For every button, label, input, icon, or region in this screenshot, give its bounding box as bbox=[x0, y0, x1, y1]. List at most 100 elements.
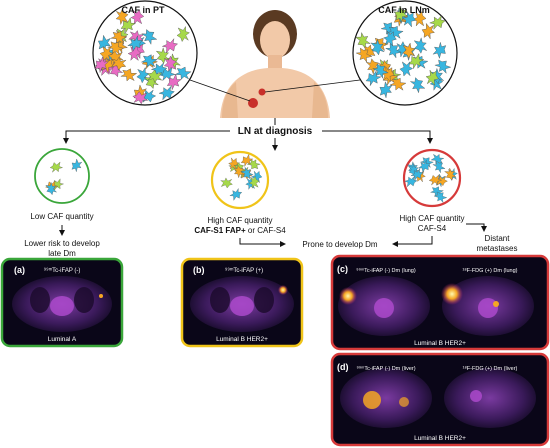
fibroblast-cell bbox=[248, 175, 260, 189]
fibroblast-cell bbox=[434, 59, 452, 74]
fibroblast-cell bbox=[386, 25, 404, 39]
fibroblast-cell bbox=[433, 191, 448, 204]
pt-connector bbox=[189, 79, 251, 102]
fibroblast-cell bbox=[166, 73, 183, 91]
fibroblast-cell bbox=[402, 10, 416, 28]
fibroblast-cell bbox=[432, 160, 446, 174]
low-caf-text: Low CAF quantity bbox=[30, 212, 93, 221]
fibroblast-cell bbox=[432, 41, 447, 59]
fibroblast-cell bbox=[394, 5, 408, 23]
low-risk-line1: Lower risk to develop bbox=[24, 239, 100, 248]
panel-a-caption: Luminal A bbox=[48, 336, 77, 343]
panel-b-caption: Luminal B HER2+ bbox=[216, 336, 268, 343]
fibroblast-cell bbox=[429, 14, 446, 30]
caf-lnm-label: CAF in LNm bbox=[378, 5, 430, 15]
fibroblast-cell bbox=[147, 69, 163, 84]
fibroblast-cell bbox=[385, 43, 402, 59]
high-caf-s4-circle bbox=[402, 148, 462, 208]
panel-c-scan-label-right: ¹⁸F-FDG (+) Dm (lung) bbox=[462, 267, 517, 274]
panel-a-scan-label: ⁹⁹ᵐTc-iFAP (-) bbox=[44, 267, 81, 274]
fibroblast-cell bbox=[132, 91, 149, 105]
fibroblast-cell bbox=[229, 187, 243, 201]
fibroblast-cell bbox=[115, 8, 129, 26]
prone-label: Prone to develop Dm bbox=[302, 240, 377, 249]
fibroblast-cell bbox=[399, 61, 414, 77]
fibroblast-cell bbox=[161, 38, 178, 54]
fibroblast-cell bbox=[428, 174, 443, 186]
fibroblast-cell bbox=[49, 161, 64, 173]
fibroblast-cell bbox=[419, 157, 434, 168]
fibroblast-cell bbox=[412, 11, 427, 27]
fibroblast-cell bbox=[99, 45, 114, 62]
panel-a bbox=[0, 257, 124, 348]
fibroblast-cell bbox=[140, 54, 158, 68]
caf-pt-cells bbox=[94, 8, 192, 105]
panel-b-letter: (b) bbox=[193, 265, 205, 275]
panel-b-scan-label: ⁹⁹ᵐTc-iFAP (+) bbox=[225, 267, 263, 274]
fibroblast-cell bbox=[370, 38, 385, 56]
fibroblast-cell bbox=[410, 168, 424, 181]
fibroblast-cell bbox=[389, 77, 407, 91]
high-caf-s1-circle bbox=[210, 150, 270, 210]
fibroblast-cell bbox=[372, 63, 389, 79]
high-caf-right-text: High CAF quantity bbox=[400, 214, 465, 223]
fibroblast-cell bbox=[45, 181, 58, 196]
panel-a-letter: (a) bbox=[14, 265, 25, 275]
fibroblast-cell bbox=[365, 58, 381, 75]
fibroblast-cell bbox=[379, 81, 393, 99]
fibroblast-cell bbox=[220, 177, 233, 189]
fibroblast-cell bbox=[127, 35, 143, 52]
fibroblast-cell bbox=[408, 53, 425, 70]
fibroblast-cell bbox=[110, 56, 127, 71]
fibroblast-cell bbox=[365, 70, 382, 87]
fibroblast-cell bbox=[409, 77, 426, 94]
fibroblast-cell bbox=[421, 22, 435, 40]
fibroblast-cell bbox=[158, 85, 175, 101]
caf-s4-text: CAF-S4 bbox=[418, 224, 447, 233]
fibroblast-cell bbox=[240, 166, 254, 179]
prone-left-arrow bbox=[239, 238, 286, 247]
fibroblast-cell bbox=[444, 167, 457, 181]
fibroblast-cell bbox=[120, 68, 138, 82]
panel-d-letter: (d) bbox=[337, 362, 349, 372]
fibroblast-cell bbox=[430, 153, 445, 165]
fibroblast-cell bbox=[71, 158, 83, 173]
fibroblast-cell bbox=[163, 55, 177, 73]
fibroblast-cell bbox=[107, 61, 124, 78]
distant-line1: Distant bbox=[485, 234, 511, 243]
patient-illustration bbox=[220, 10, 330, 118]
panel-c-caption: Luminal B HER2+ bbox=[414, 340, 466, 347]
fibroblast-cell bbox=[174, 66, 192, 80]
fibroblast-cell bbox=[94, 56, 110, 74]
fibroblast-cell bbox=[425, 69, 439, 86]
panel-d bbox=[330, 352, 550, 447]
branch-left-arrow bbox=[63, 130, 230, 144]
fibroblast-cell bbox=[402, 42, 416, 59]
panel-c bbox=[330, 254, 550, 351]
distant-line2: metastases bbox=[477, 244, 518, 253]
distant-arrow bbox=[466, 223, 487, 232]
panel-b bbox=[180, 257, 304, 348]
panel-c-letter: (c) bbox=[337, 264, 348, 274]
caf-pt-label: CAF in PT bbox=[122, 5, 165, 15]
fibroblast-cell bbox=[413, 37, 428, 54]
fibroblast-cell bbox=[176, 25, 190, 43]
caf-s1-line: CAF-S1 FAP+ or CAF-S4 bbox=[194, 226, 286, 235]
panel-d-scan-label-right: ¹⁸F-FDG (+) Dm (liver) bbox=[463, 365, 518, 372]
fibroblast-cell bbox=[381, 65, 395, 83]
caf-pt-circle bbox=[92, 0, 198, 106]
fibroblast-cell bbox=[141, 29, 158, 45]
branch-right-arrow bbox=[322, 130, 433, 144]
fibroblast-cell bbox=[127, 45, 142, 61]
lnm-connector bbox=[264, 79, 361, 93]
fibroblast-cell bbox=[418, 159, 431, 173]
ln-diagnosis-label: LN at diagnosis bbox=[238, 126, 313, 137]
fibroblast-cell bbox=[120, 17, 137, 34]
fibroblast-cell bbox=[354, 31, 371, 49]
fibroblast-cell bbox=[240, 153, 254, 168]
low-risk-line2: late Dm bbox=[48, 249, 76, 258]
panel-d-scan-label-left: ⁹⁹ᵐTc-iFAP (-) Dm (liver) bbox=[356, 365, 415, 372]
panel-c-scan-label-left: ⁹⁹ᵐTc-iFAP (-) Dm (lung) bbox=[356, 267, 416, 274]
